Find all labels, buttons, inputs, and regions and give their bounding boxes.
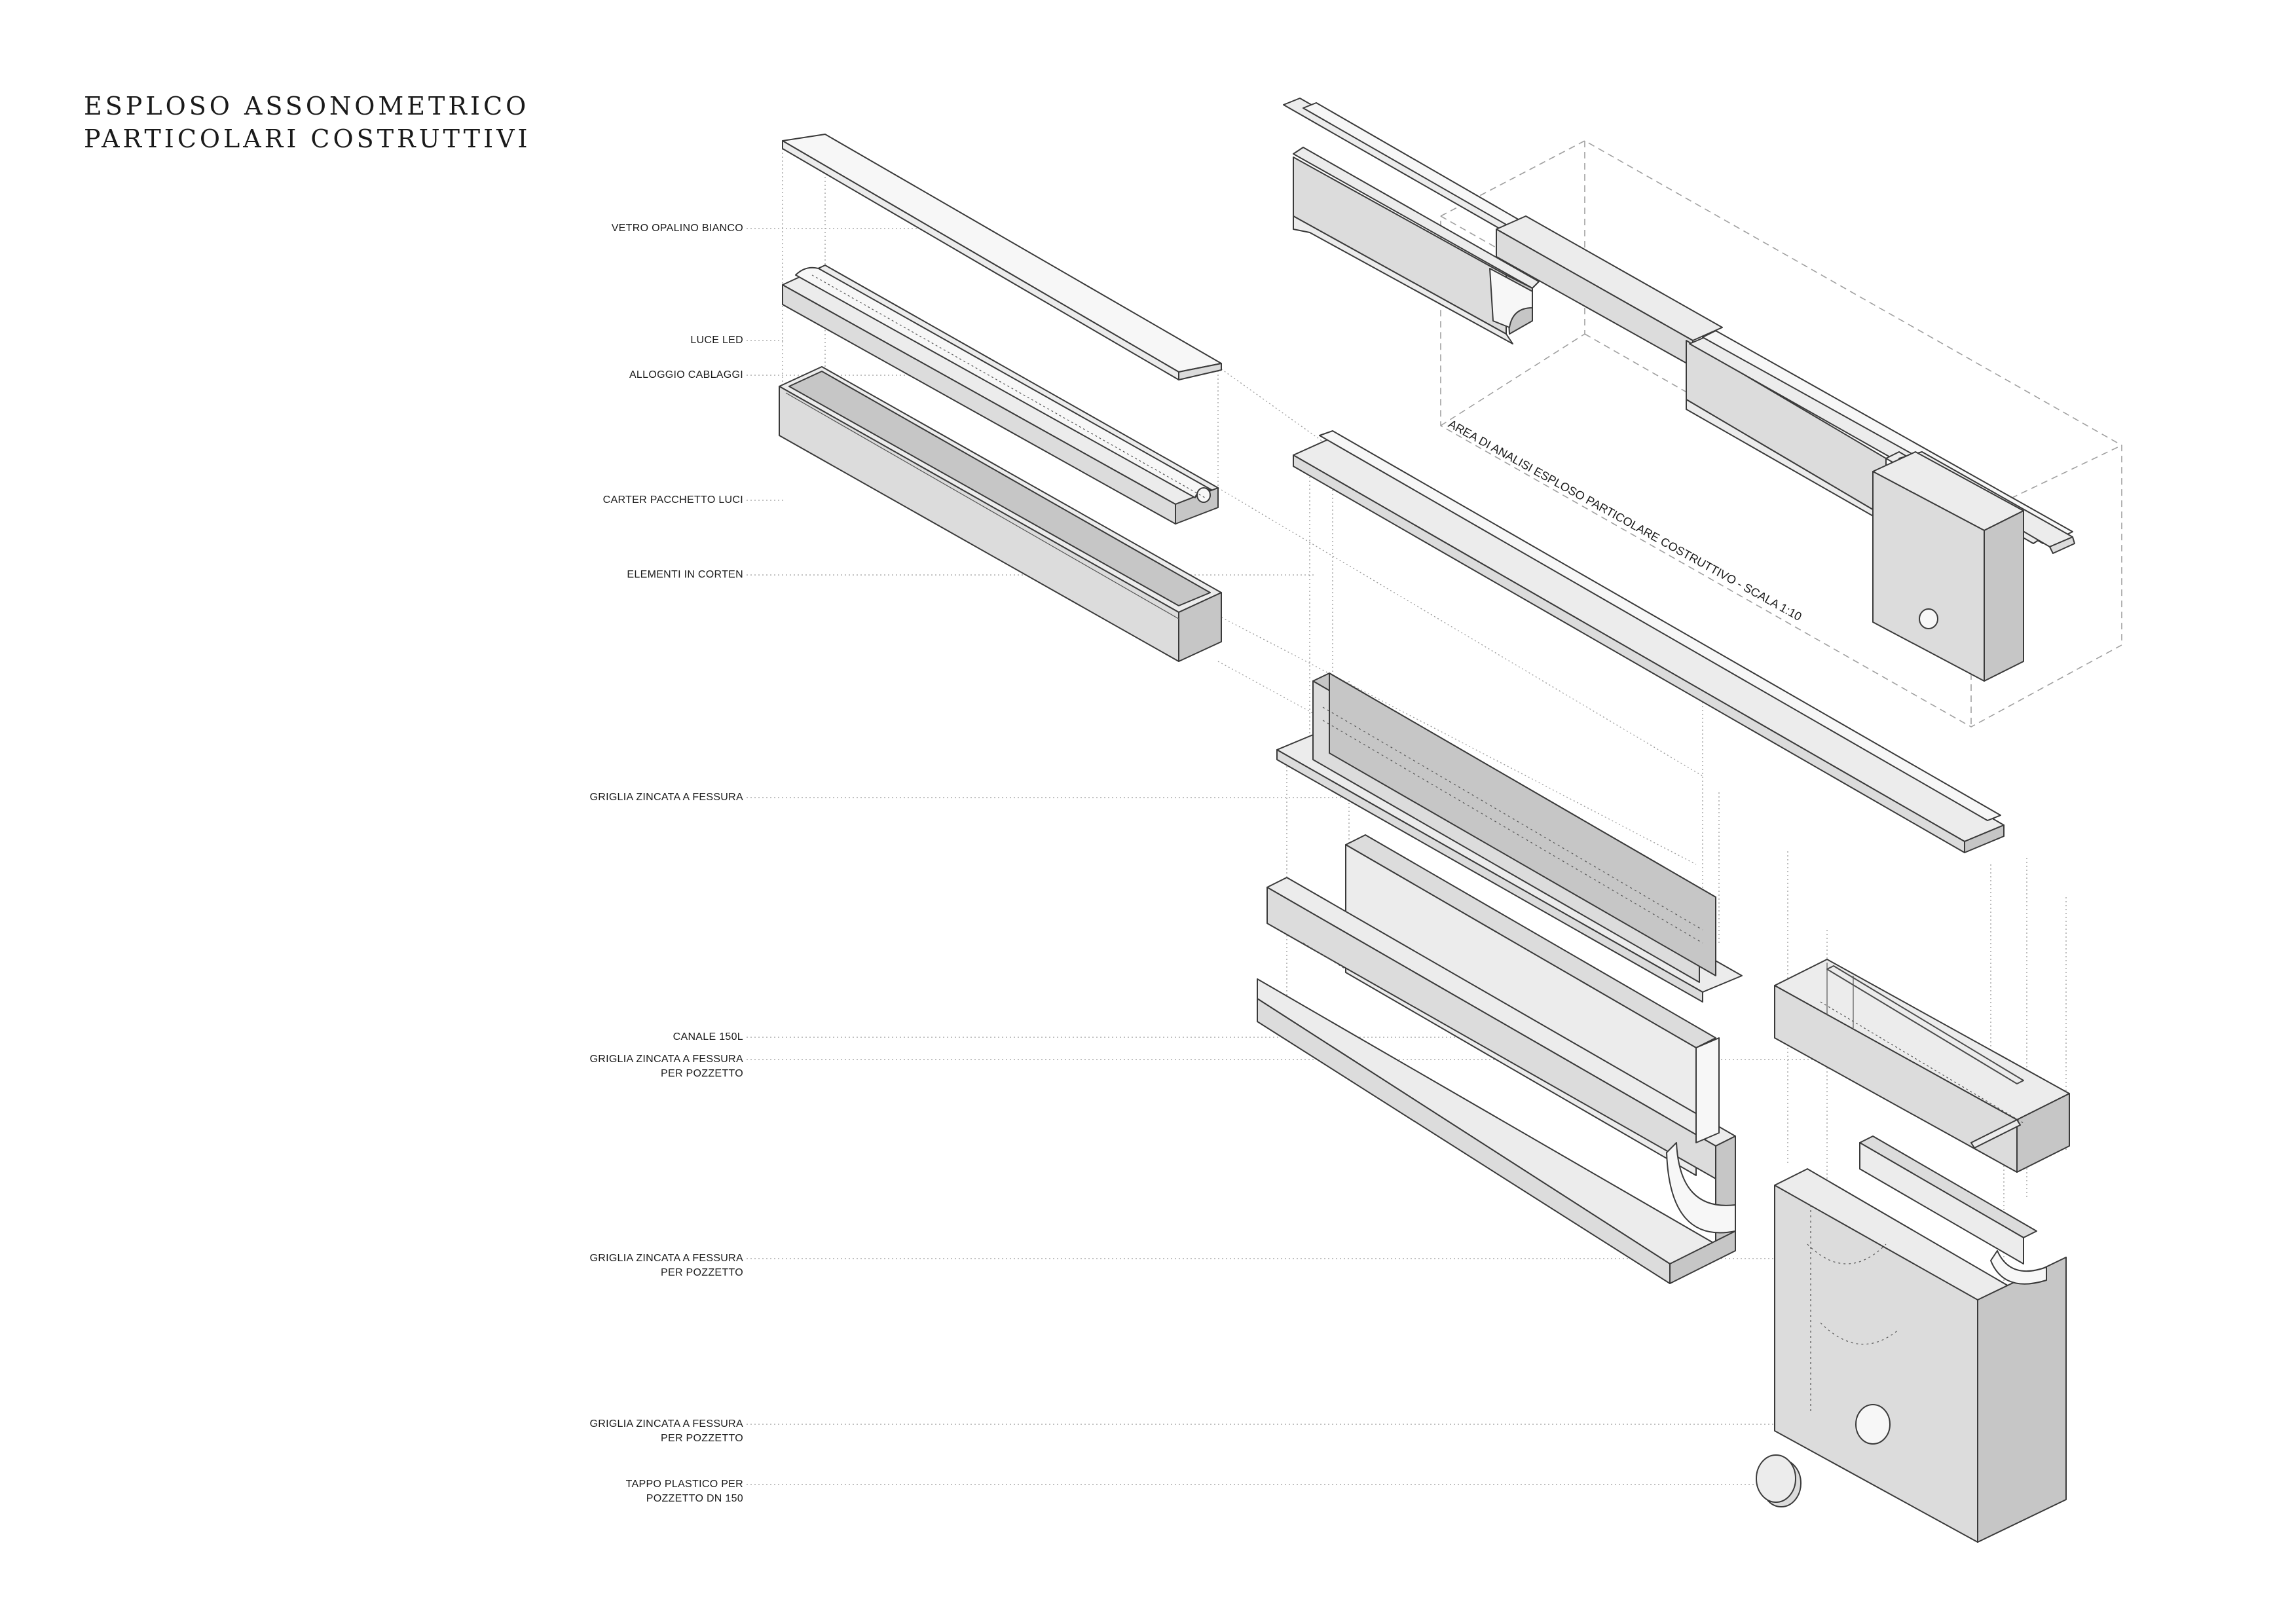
label-elementi-corten: ELEMENTI IN CORTEN [627, 569, 743, 580]
part-pozzetto [1774, 1135, 2067, 1543]
part-corten-strip [1293, 430, 2005, 853]
label-luce-led: LUCE LED [690, 335, 743, 346]
part-tappo-plastico [1756, 1454, 1802, 1507]
label-carter-pacchetto-luci: CARTER PACCHETTO LUCI [602, 494, 743, 506]
part-carter [779, 366, 1222, 662]
assembled-detail [1283, 98, 2075, 682]
part-griglia-zincata [1276, 673, 1743, 1003]
label-canale-150l: CANALE 150L [673, 1031, 743, 1043]
drawing-title-line-1: ESPLOSO ASSONOMETRICO [84, 92, 530, 120]
part-canale-150l [1257, 834, 1736, 1284]
label-vetro-opalino: VETRO OPALINO BIANCO [611, 223, 743, 234]
label-griglia-zincata: GRIGLIA ZINCATA A FESSURA [589, 792, 743, 803]
drawing-title-line-2: PARTICOLARI COSTRUTTIVI [84, 124, 531, 153]
part-vetro-opalino [782, 134, 1222, 380]
part-griglia-pozzetto [1774, 959, 2070, 1173]
label-alloggio-cablaggi: ALLOGGIO CABLAGGI [629, 369, 743, 380]
part-luce-led [782, 265, 1219, 525]
